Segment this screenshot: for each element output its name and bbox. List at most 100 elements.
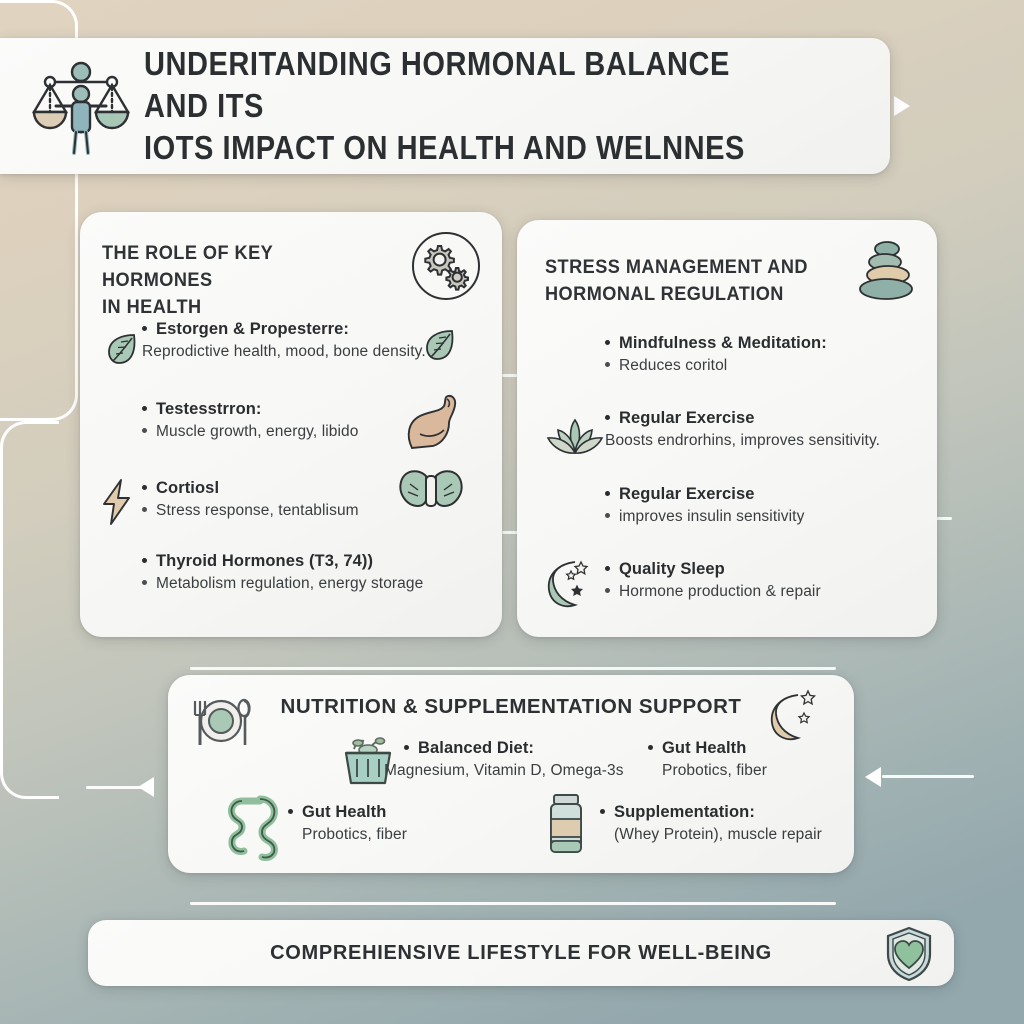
bullet-dot	[605, 361, 610, 367]
heading-line2: IN HEALTH	[102, 295, 202, 318]
bullet-dot	[142, 579, 147, 585]
footer-banner[interactable]: COMPREHIENSIVE LIFESTYLE FOR WELL-BEING	[88, 920, 954, 986]
connector-arrow-title-right	[894, 96, 910, 116]
connector-arrow-nutrition-left	[138, 777, 154, 797]
list-item[interactable]: Supplementation: (Whey Protein), muscle …	[600, 803, 822, 844]
list-item-sub: Hormone production & repair	[619, 583, 821, 600]
bullet-dot	[404, 744, 409, 750]
list-item-sub: Boosts endrorhins, improves sensitivity.	[605, 432, 881, 449]
list-item[interactable]: Balanced Diet: Magnesium, Vitamin D, Ome…	[384, 739, 624, 780]
bullet-dot	[605, 512, 610, 518]
divider-above-nutrition	[190, 667, 836, 670]
list-item-sub: Stress response, tentablisum	[156, 502, 359, 519]
connector-stub-right-lower	[882, 775, 974, 778]
nutrition-card-title: NUTRITION & SUPPLEMENTATION SUPPORT	[280, 695, 742, 718]
crescent-moon-stars-icon	[764, 689, 826, 743]
bullet-dot	[142, 427, 147, 433]
plate-cutlery-icon	[184, 695, 258, 757]
gears-circle-icon	[410, 230, 482, 302]
lightning-bolt-icon	[98, 478, 136, 526]
header-title-bar: UNDERITANDING HORMONAL BALANCE AND ITS I…	[0, 38, 890, 174]
list-item-sub: improves insulin sensitivity	[619, 508, 805, 525]
crescent-moon-stars-icon	[541, 558, 601, 610]
heading-line1: STRESS MANAGEMENT AND	[545, 256, 809, 278]
list-item-title: Balanced Diet:	[418, 739, 535, 757]
bullet-dot	[142, 405, 147, 411]
balance-scale-icon	[26, 54, 136, 158]
bullet-dot	[142, 325, 147, 331]
list-item[interactable]: Cortiosl Stress response, tentablisum	[142, 479, 359, 520]
bullet-dot	[605, 565, 610, 571]
heading-line1: THE ROLE OF KEY HORMONES	[102, 242, 273, 291]
bullet-dot	[600, 808, 605, 814]
list-item-sub: Reduces coritol	[619, 357, 728, 374]
lotus-icon	[545, 418, 605, 460]
list-item[interactable]: Mindfulness & Meditation: Reduces corito…	[605, 334, 827, 375]
list-item[interactable]: Gut Health Probotics, fiber	[288, 803, 407, 844]
flexed-bicep-icon	[400, 392, 462, 450]
list-item[interactable]: Quality Sleep Hormone production & repai…	[605, 560, 821, 601]
grocery-basket-icon	[340, 733, 396, 789]
card-nutrition-supplementation[interactable]: NUTRITION & SUPPLEMENTATION SUPPORT	[168, 675, 854, 873]
list-item[interactable]: Gut Health Probotics, fiber	[648, 739, 767, 780]
page-title-line1: UNDERITANDING HORMONAL BALANCE AND ITS	[144, 44, 730, 124]
list-item-title: Quality Sleep	[619, 560, 725, 578]
bullet-dot	[605, 339, 610, 345]
supplement-jar-icon	[543, 793, 589, 855]
list-item[interactable]: Regular Exercise Boosts endrorhins, impr…	[605, 409, 880, 450]
connector-tick-between-cards-bottom	[502, 531, 520, 534]
intestine-icon	[226, 793, 286, 861]
list-item[interactable]: Thyroid Hormones (T3, 74)) Metabolism re…	[142, 552, 423, 593]
list-item-sub: Metabolism regulation, energy storage	[156, 575, 424, 592]
connector-tick-between-cards-top	[502, 374, 520, 377]
card-key-hormones[interactable]: THE ROLE OF KEY HORMONES IN HEALTH Estor…	[80, 212, 502, 637]
list-item-title: Gut Health	[302, 803, 387, 821]
list-item-sub: Muscle growth, energy, libido	[156, 423, 359, 440]
list-item-sub: Probotics, fiber	[662, 762, 767, 779]
list-item[interactable]: Testesstrron: Muscle growth, energy, lib…	[142, 400, 359, 441]
bullet-dot	[648, 744, 653, 750]
list-item-sub: (Whey Protein), muscle repair	[614, 826, 822, 843]
bullet-dot	[288, 808, 293, 814]
card-key-hormones-list: Estorgen & Propesterre: Reprodictive hea…	[80, 212, 502, 637]
list-item-title: Regular Exercise	[619, 485, 755, 503]
connector-arrow-nutrition-right	[865, 767, 881, 787]
leaf-icon	[420, 326, 458, 364]
page-title: UNDERITANDING HORMONAL BALANCE AND ITS I…	[144, 43, 866, 170]
card-stress-management[interactable]: STRESS MANAGEMENT AND HORMONAL REGULATIO…	[517, 220, 937, 637]
bullet-dot	[142, 506, 147, 512]
card-stress-heading: STRESS MANAGEMENT AND HORMONAL REGULATIO…	[545, 254, 845, 308]
bullet-dot	[142, 484, 147, 490]
list-item[interactable]: Estorgen & Propesterre: Reprodictive hea…	[142, 320, 426, 361]
zen-stones-icon	[853, 240, 921, 300]
connector-hormones-to-nutrition	[0, 421, 59, 799]
divider-below-nutrition	[190, 902, 836, 905]
list-item[interactable]: Regular Exercise improves insulin sensit…	[605, 485, 804, 526]
list-item-title: Estorgen & Propesterre:	[156, 320, 350, 338]
bullet-dot	[605, 490, 610, 496]
list-item-title: Cortiosl	[156, 479, 220, 497]
list-item-title: Mindfulness & Meditation:	[619, 334, 827, 352]
list-item-sub: Probotics, fiber	[302, 826, 407, 843]
leaf-icon	[102, 330, 140, 368]
card-stress-list: Mindfulness & Meditation: Reduces corito…	[517, 220, 937, 637]
list-item-sub: Magnesium, Vitamin D, Omega-3s	[384, 762, 624, 779]
thyroid-butterfly-icon	[396, 464, 466, 522]
card-key-hormones-heading: THE ROLE OF KEY HORMONES IN HEALTH	[102, 240, 402, 321]
list-item-title: Supplementation:	[614, 803, 755, 821]
heading-line2: HORMONAL REGULATION	[545, 282, 784, 305]
connector-stub-left-lower	[86, 786, 142, 789]
bullet-dot	[605, 587, 610, 593]
page-title-line2: IOTS IMPACT ON HEALTH AND WELNNES	[144, 129, 745, 167]
bullet-dot	[142, 557, 147, 563]
list-item-title: Gut Health	[662, 739, 747, 757]
footer-title: COMPREHIENSIVE LIFESTYLE FOR WELL-BEING	[270, 941, 772, 964]
shield-heart-icon	[884, 926, 934, 982]
connector-title-to-stress	[0, 0, 78, 421]
list-item-title: Thyroid Hormones (T3, 74))	[156, 552, 374, 570]
list-item-title: Testesstrron:	[156, 400, 262, 418]
list-item-sub: Reprodictive health, mood, bone density.	[142, 343, 426, 360]
connector-stub-into-stress	[930, 517, 952, 520]
bullet-dot	[605, 414, 610, 420]
